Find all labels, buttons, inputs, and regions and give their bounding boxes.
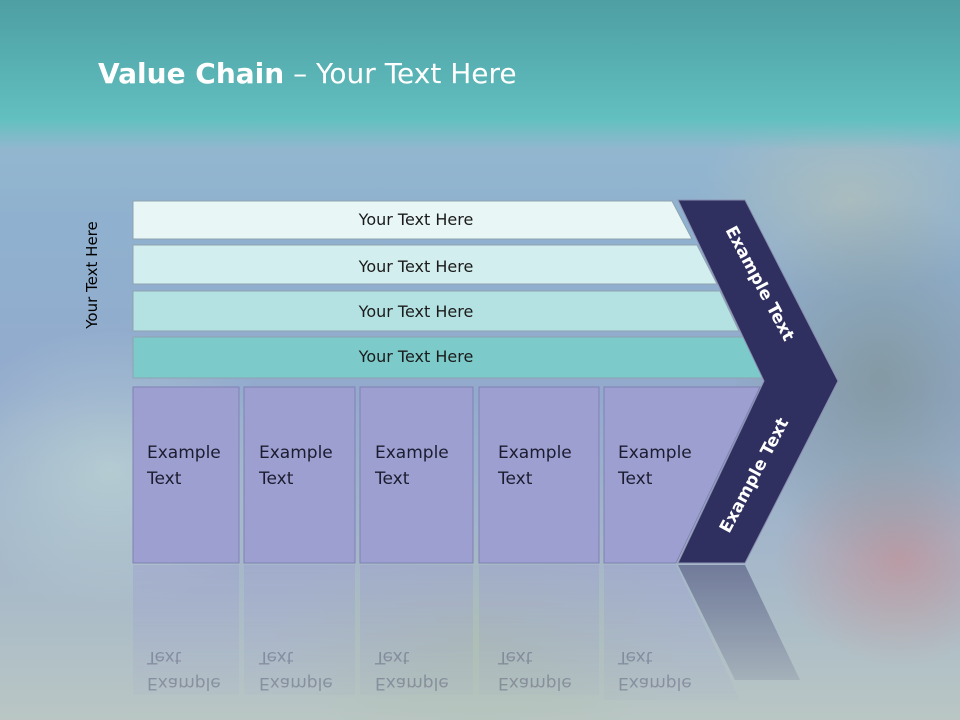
title-bold: Value Chain xyxy=(98,57,285,90)
support-bar-label: Your Text Here xyxy=(358,210,474,229)
support-bar[interactable]: Your Text Here xyxy=(132,290,740,332)
primary-box-shape xyxy=(359,386,474,564)
reflection-box xyxy=(479,565,599,695)
primary-box-line: Text xyxy=(374,469,410,489)
primary-box-line: Example xyxy=(147,443,221,463)
reflection-box xyxy=(360,565,473,695)
reflection-label: ExampleText xyxy=(374,647,449,693)
title-band xyxy=(0,0,960,150)
reflection-label: ExampleText xyxy=(497,647,572,693)
primary-box-shape xyxy=(243,386,356,564)
reflection-labels: ExampleText ExampleText ExampleText Exam… xyxy=(146,647,692,693)
reflection-chevron xyxy=(678,565,800,680)
reflection-label: ExampleText xyxy=(146,647,221,693)
margin-chevron-shape xyxy=(677,199,839,564)
support-bar-shape xyxy=(132,200,693,240)
title-rest: – Your Text Here xyxy=(284,57,517,90)
support-bar-label: Your Text Here xyxy=(358,257,474,276)
primary-box-line: Text xyxy=(258,469,294,489)
reflection-label: ExampleText xyxy=(617,647,692,693)
reflection-box xyxy=(604,565,740,700)
support-bar-label: Your Text Here xyxy=(358,347,474,366)
primary-box-shape xyxy=(132,386,240,564)
primary-box-shape xyxy=(603,386,761,564)
primary-box-line: Example xyxy=(498,443,572,463)
primary-box-line: Example xyxy=(618,443,692,463)
diagram-reflection xyxy=(133,565,800,700)
primary-box-line: Example xyxy=(375,443,449,463)
support-bar[interactable]: Your Text Here xyxy=(132,200,693,240)
support-bar-shape xyxy=(132,290,740,332)
primary-box-line: Example xyxy=(259,443,333,463)
support-bar-label: Your Text Here xyxy=(358,302,474,321)
slide-title[interactable]: Value Chain – Your Text Here xyxy=(98,52,517,96)
support-bar-shape xyxy=(132,244,718,285)
primary-box-line: Text xyxy=(617,469,653,489)
primary-box-line: Text xyxy=(146,469,182,489)
primary-box-line: Text xyxy=(497,469,533,489)
reflection-label: ExampleText xyxy=(258,647,333,693)
reflection-box xyxy=(133,565,239,695)
reflection-box xyxy=(244,565,355,695)
primary-box-shape xyxy=(478,386,600,564)
support-bar[interactable]: Your Text Here xyxy=(132,336,765,379)
support-bar[interactable]: Your Text Here xyxy=(132,244,718,285)
